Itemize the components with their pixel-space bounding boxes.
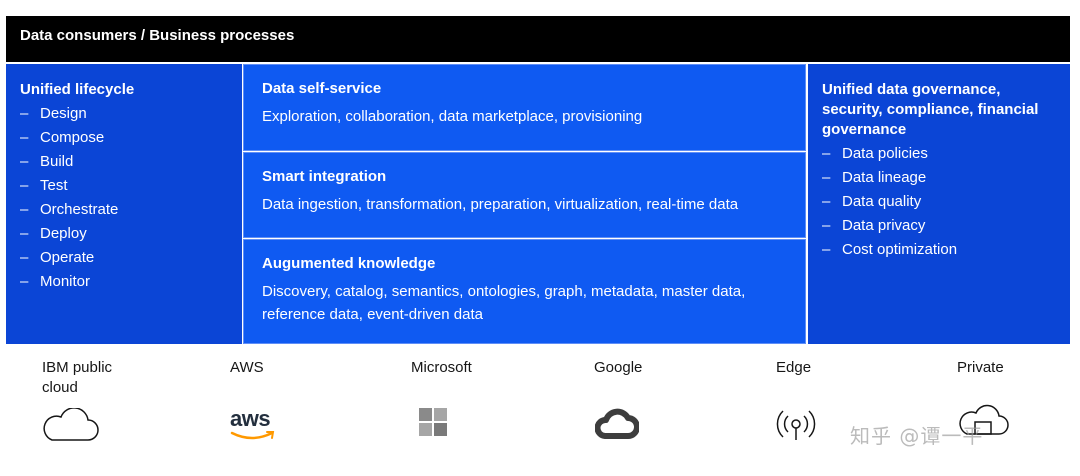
smart-integration-title: Smart integration bbox=[262, 168, 387, 185]
private-cloud-icon bbox=[959, 404, 1009, 435]
list-item: Compose bbox=[20, 126, 228, 150]
lifecycle-list: Design Compose Build Test Orchestrate De… bbox=[20, 102, 228, 294]
list-item: Monitor bbox=[20, 270, 228, 294]
platform-google-label: Google bbox=[594, 359, 643, 376]
list-item: Data policies bbox=[822, 142, 1056, 166]
platform-ibm-label: IBM public cloud bbox=[42, 359, 113, 396]
list-item: Design bbox=[20, 102, 228, 126]
edge-antenna-icon bbox=[776, 410, 816, 440]
aws-logo-icon: aws bbox=[228, 406, 280, 442]
header-bar: Data consumers / Business processes bbox=[6, 16, 1070, 62]
knowledge-text: Discovery, catalog, semantics, ontologie… bbox=[262, 283, 746, 323]
knowledge-title: Augumented knowledge bbox=[262, 255, 436, 272]
list-item: Data privacy bbox=[822, 214, 1056, 238]
list-item: Cost optimization bbox=[822, 238, 1056, 262]
governance-title: Unified data governance, security, compl… bbox=[822, 81, 1039, 138]
list-item: Operate bbox=[20, 246, 228, 270]
governance-panel: Unified data governance, security, compl… bbox=[808, 64, 1070, 344]
self-service-text: Exploration, collaboration, data marketp… bbox=[262, 108, 643, 125]
google-cloud-logo-icon bbox=[595, 408, 639, 439]
watermark-text: 知乎 @谭一平 bbox=[850, 424, 984, 448]
platform-aws-label: AWS bbox=[230, 359, 264, 376]
header-title: Data consumers / Business processes bbox=[20, 27, 295, 44]
aws-smile-icon bbox=[230, 431, 275, 440]
list-item: Data lineage bbox=[822, 166, 1056, 190]
cloud-outline-icon bbox=[43, 408, 99, 441]
platform-edge-label: Edge bbox=[776, 359, 812, 376]
list-item: Orchestrate bbox=[20, 198, 228, 222]
smart-integration-text: Data ingestion, transformation, preparat… bbox=[262, 196, 739, 213]
aws-logo-text: aws bbox=[230, 406, 271, 431]
governance-list: Data policies Data lineage Data quality … bbox=[822, 142, 1056, 262]
smart-integration-panel: Smart integration Data ingestion, transf… bbox=[243, 152, 806, 238]
list-item: Deploy bbox=[20, 222, 228, 246]
platform-microsoft-label: Microsoft bbox=[411, 359, 472, 376]
list-item: Data quality bbox=[822, 190, 1056, 214]
platform-private-label: Private bbox=[957, 359, 1004, 376]
list-item: Build bbox=[20, 150, 228, 174]
self-service-title: Data self-service bbox=[262, 80, 382, 97]
lifecycle-panel: Unified lifecycle Design Compose Build T… bbox=[6, 64, 242, 344]
self-service-panel: Data self-service Exploration, collabora… bbox=[243, 64, 806, 151]
platforms-row: IBM public cloud AWS Microsoft Google Ed… bbox=[0, 346, 1080, 476]
list-item: Test bbox=[20, 174, 228, 198]
knowledge-panel: Augumented knowledge Discovery, catalog,… bbox=[243, 239, 806, 344]
microsoft-logo-icon bbox=[419, 408, 447, 436]
lifecycle-title: Unified lifecycle bbox=[20, 81, 135, 98]
